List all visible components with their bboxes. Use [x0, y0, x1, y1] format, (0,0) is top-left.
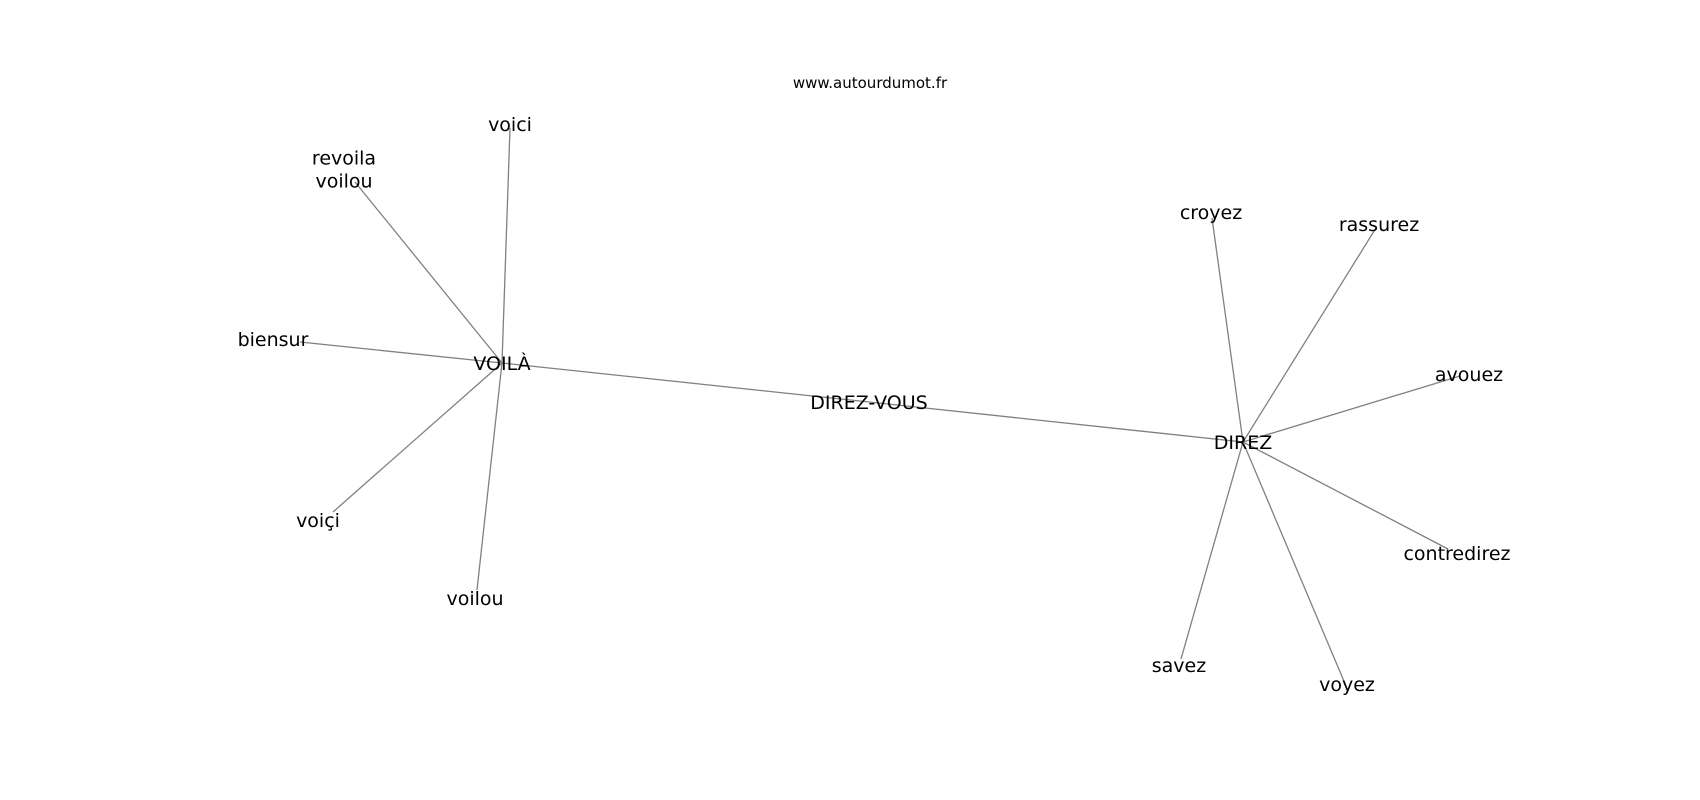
node-label-line: contredirez	[1403, 543, 1510, 565]
node-croyez[interactable]: croyez	[1180, 202, 1242, 224]
node-voyez[interactable]: voyez	[1319, 674, 1375, 696]
edge-voila-voiçi	[332, 362, 503, 513]
node-label-line: voilou	[315, 171, 372, 193]
node-label-line: voici	[488, 114, 532, 136]
source-watermark: www.autourdumot.fr	[793, 74, 948, 92]
node-contredirez[interactable]: contredirez	[1403, 543, 1510, 565]
node-label-line: revoila	[312, 148, 376, 170]
node-label-line: savez	[1152, 655, 1206, 677]
graph-edges	[299, 127, 1461, 687]
edge-direz-croyez	[1211, 217, 1244, 443]
node-biensur[interactable]: biensur	[238, 329, 309, 351]
node-label-line: voiçi	[296, 510, 340, 532]
node-label-line: biensur	[238, 329, 309, 351]
edge-voila-voici	[501, 127, 511, 364]
node-voilou[interactable]: voilou	[446, 588, 503, 610]
node-label-line: VOILÀ	[473, 352, 530, 375]
edge-direz-rassurez	[1242, 227, 1377, 443]
node-label-line: DIREZ	[1214, 432, 1272, 454]
node-savez[interactable]: savez	[1152, 655, 1206, 677]
node-avouez[interactable]: avouez	[1435, 364, 1503, 386]
node-voiçi[interactable]: voiçi	[296, 510, 340, 532]
edge-direz-voyez	[1242, 441, 1347, 687]
edge-voila-direz-vous	[501, 362, 870, 403]
edge-voila-revoila-voilou	[354, 181, 503, 364]
edge-direz-contredirez	[1242, 441, 1449, 550]
edge-voila-voilou	[476, 362, 503, 591]
node-direz-vous[interactable]: DIREZ-VOUS	[810, 392, 927, 414]
node-label-line: voilou	[446, 588, 503, 610]
node-label-line: avouez	[1435, 364, 1503, 386]
edge-direz-avouez	[1242, 375, 1461, 443]
edge-direz-savez	[1180, 441, 1244, 660]
node-label-line: rassurez	[1339, 214, 1419, 236]
edge-voila-biensur	[299, 341, 503, 364]
node-voila[interactable]: VOILÀ	[473, 352, 530, 375]
node-label-line: croyez	[1180, 202, 1242, 224]
node-label-line: DIREZ-VOUS	[810, 392, 927, 414]
node-voici[interactable]: voici	[488, 114, 532, 136]
edge-direz-vous-direz	[868, 401, 1244, 443]
node-rassurez[interactable]: rassurez	[1339, 214, 1419, 236]
node-label-line: voyez	[1319, 674, 1375, 696]
node-direz[interactable]: DIREZ	[1214, 432, 1272, 454]
